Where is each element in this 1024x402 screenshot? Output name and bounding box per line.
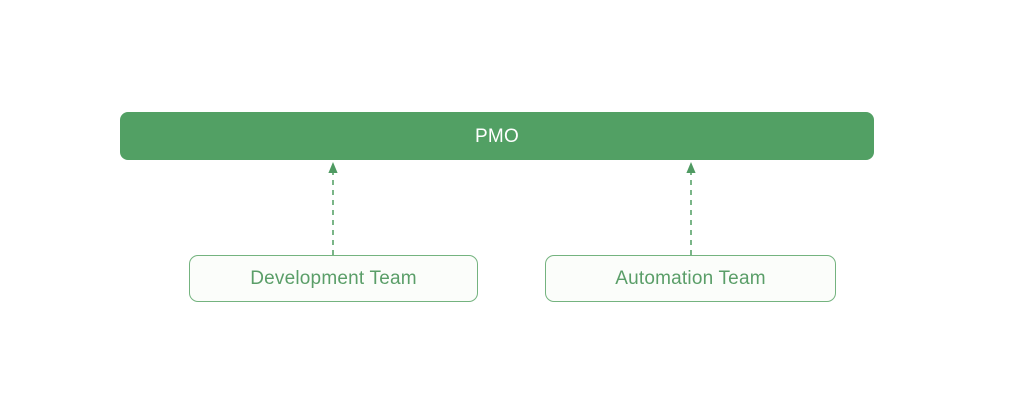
node-pmo-label: PMO [475, 125, 519, 147]
connector-development-to-pmo [328, 162, 338, 255]
node-automation-team[interactable]: Automation Team [545, 255, 836, 302]
connector-automation-to-pmo [686, 162, 696, 255]
node-automation-team-label: Automation Team [615, 268, 766, 289]
node-pmo[interactable]: PMO [120, 112, 874, 160]
node-development-team-label: Development Team [250, 268, 417, 289]
node-development-team[interactable]: Development Team [189, 255, 478, 302]
